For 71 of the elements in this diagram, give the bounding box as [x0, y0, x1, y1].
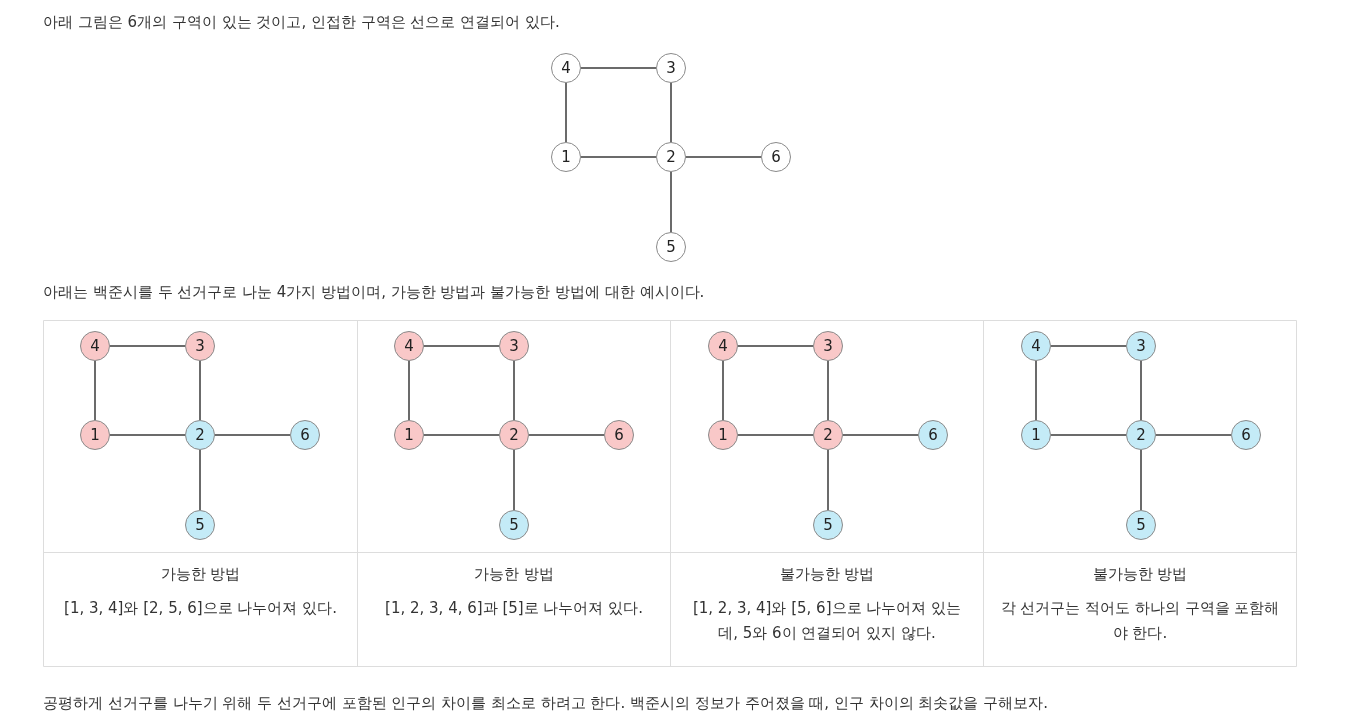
connector-line: [423, 434, 500, 436]
connector-line: [1050, 434, 1127, 436]
region-circle: 4: [551, 53, 581, 83]
region-circle: 6: [761, 142, 791, 172]
connector-line: [1050, 345, 1127, 347]
connector-line: [737, 345, 814, 347]
connector-line: [94, 360, 96, 421]
connector-line: [1035, 360, 1037, 421]
cell-text: [1, 2, 3, 4]와 [5, 6]으로 나누어져 있는데, 5와 6이 연결되어 있지 않다.: [691, 598, 963, 644]
region-circle: 1: [551, 142, 581, 172]
connector-line: [580, 67, 657, 69]
region-circle: 6: [290, 420, 320, 450]
cell-text: [1, 2, 3, 4, 6]과 [5]로 나누어져 있다.: [384, 598, 644, 619]
region-circle: 2: [656, 142, 686, 172]
connector-line: [199, 360, 201, 421]
cell-text: [1, 3, 4]와 [2, 5, 6]으로 나누어져 있다.: [63, 598, 338, 619]
connector-line: [214, 434, 291, 436]
region-circle: 3: [656, 53, 686, 83]
connector-line: [827, 449, 829, 511]
connector-line: [685, 156, 762, 158]
intro-text: 아래는 백준시를 두 선거구로 나눈 4가지 방법이며, 가능한 방법과 불가능한 방법에 대한 예시이다.: [43, 283, 705, 302]
connector-line: [737, 434, 814, 436]
connector-line: [1140, 360, 1142, 421]
region-circle: 3: [185, 331, 215, 361]
region-circle: 3: [1126, 331, 1156, 361]
connector-line: [109, 434, 186, 436]
connector-line: [842, 434, 919, 436]
cell-text: 각 선거구는 적어도 하나의 구역을 포함해야 한다.: [999, 598, 1281, 644]
region-circle: 6: [1231, 420, 1261, 450]
region-circle: 5: [813, 510, 843, 540]
connector-line: [565, 82, 567, 143]
region-circle: 5: [656, 232, 686, 262]
region-circle: 2: [499, 420, 529, 450]
cell-heading: 가능한 방법: [159, 564, 242, 585]
connector-line: [528, 434, 605, 436]
connector-line: [722, 360, 724, 421]
cell-heading: 가능한 방법: [473, 564, 555, 585]
region-circle: 3: [813, 331, 843, 361]
region-circle: 4: [80, 331, 110, 361]
connector-line: [827, 360, 829, 421]
region-circle: 1: [394, 420, 424, 450]
intro-text: 아래 그림은 6개의 구역이 있는 것이고, 인접한 구역은 선으로 연결되어 있다.: [43, 13, 560, 32]
region-circle: 1: [708, 420, 738, 450]
region-circle: 3: [499, 331, 529, 361]
connector-line: [670, 82, 672, 143]
region-circle: 2: [185, 420, 215, 450]
region-circle: 2: [1126, 420, 1156, 450]
connector-line: [423, 345, 500, 347]
region-circle: 1: [80, 420, 110, 450]
connector-line: [109, 345, 186, 347]
region-circle: 4: [394, 331, 424, 361]
region-circle: 6: [604, 420, 634, 450]
region-circle: 4: [708, 331, 738, 361]
connector-line: [513, 360, 515, 421]
region-circle: 1: [1021, 420, 1051, 450]
connector-line: [580, 156, 657, 158]
region-circle: 5: [1126, 510, 1156, 540]
connector-line: [408, 360, 410, 421]
region-circle: 6: [918, 420, 948, 450]
region-circle: 2: [813, 420, 843, 450]
closing-text: 공평하게 선거구를 나누기 위해 두 선거구에 포함된 인구의 차이를 최소로 하려고 한다. 백준시의 정보가 주어졌을 때, 인구 차이의 최솟값을 구해보자.: [43, 694, 1048, 713]
connector-line: [513, 449, 515, 511]
connector-line: [670, 171, 672, 233]
connector-line: [1155, 434, 1232, 436]
connector-line: [1140, 449, 1142, 511]
region-circle: 5: [499, 510, 529, 540]
connector-line: [199, 449, 201, 511]
region-circle: 4: [1021, 331, 1051, 361]
region-circle: 5: [185, 510, 215, 540]
cell-heading: 불가능한 방법: [778, 564, 876, 585]
cell-heading: 불가능한 방법: [1091, 564, 1189, 585]
